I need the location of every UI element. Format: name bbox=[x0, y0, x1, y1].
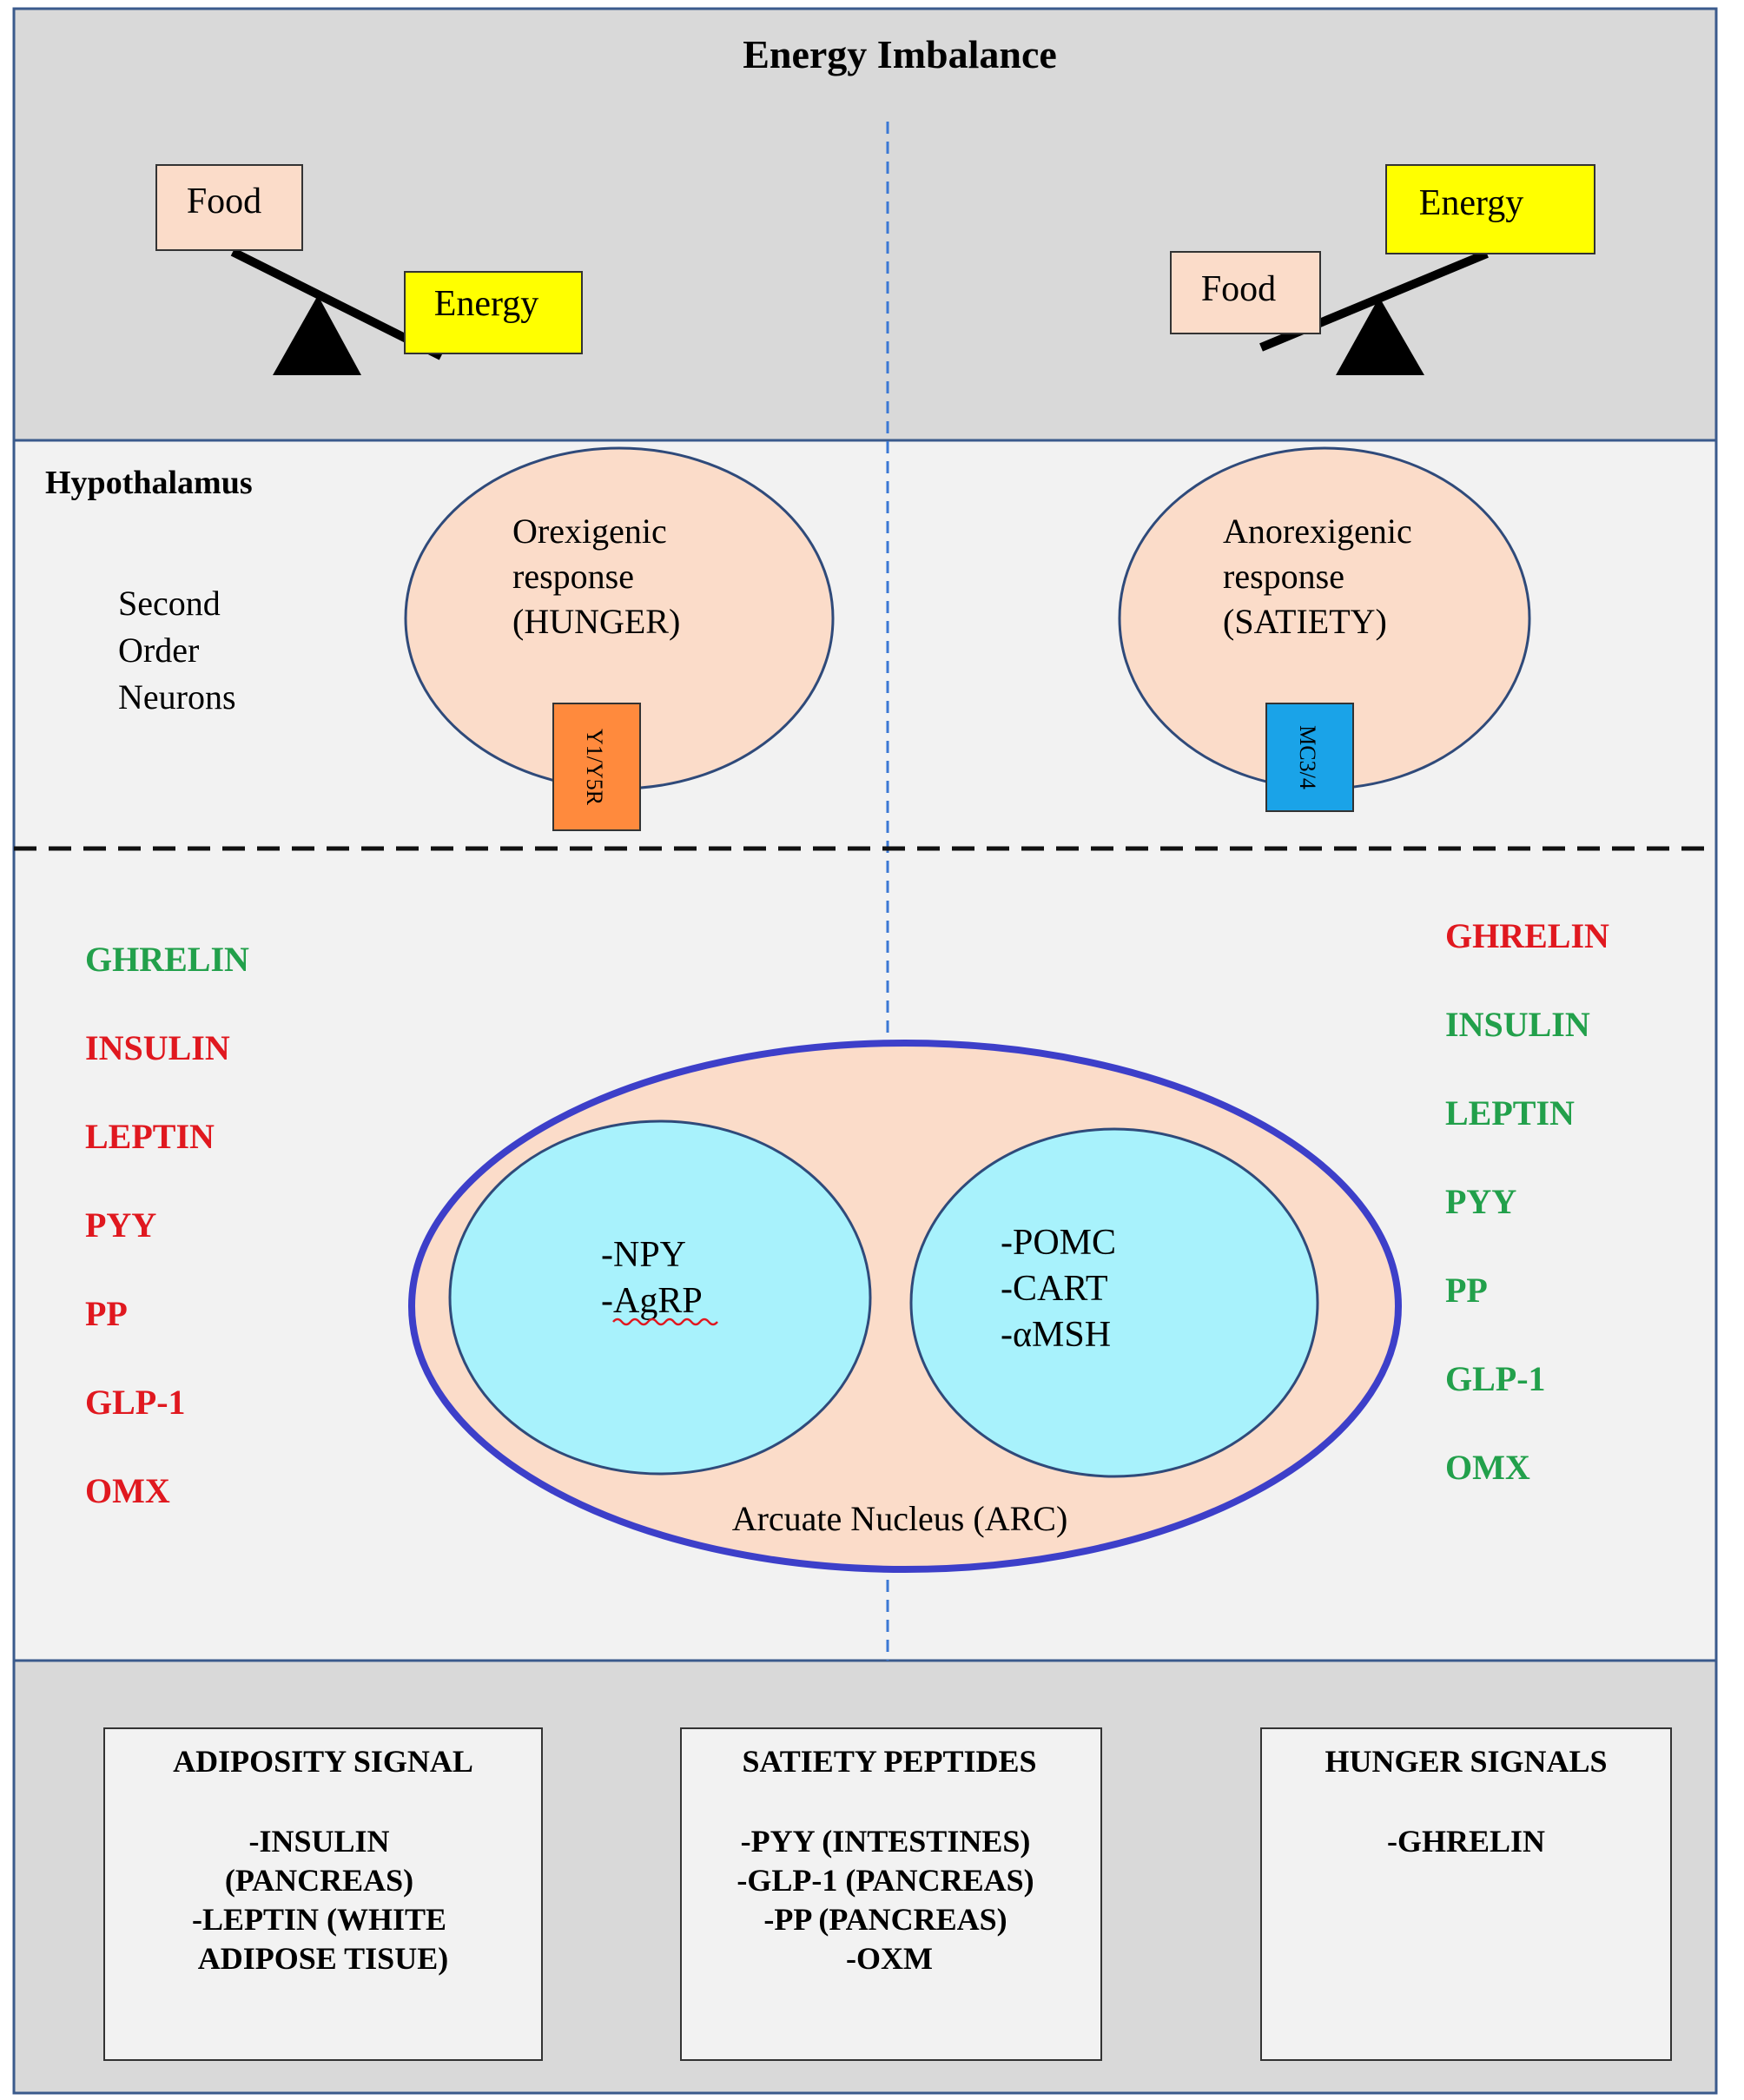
second-order-neurons-label: Second Order Neurons bbox=[118, 584, 236, 717]
npy-agrp-cell bbox=[448, 1119, 872, 1476]
right-food-label: Food bbox=[1201, 269, 1276, 309]
orexigenic-neuron: Orexigenic response (HUNGER) Y1/Y5R bbox=[404, 446, 835, 831]
hunger-signals-box: HUNGER SIGNALS -GHRELIN bbox=[1260, 1727, 1672, 2061]
left-signal-pp: PP bbox=[85, 1294, 128, 1333]
mc3-4-receptor bbox=[1265, 703, 1354, 812]
left-signal-omx: OMX bbox=[85, 1471, 170, 1510]
satiety-peptides-frame bbox=[680, 1727, 1102, 2061]
npy-agrp-label: -NPY -AgRP bbox=[601, 1235, 703, 1321]
pomc-cart-label: -POMC -CART -αMSH bbox=[1001, 1223, 1126, 1355]
right-signal-glp-1: GLP-1 bbox=[1445, 1359, 1546, 1398]
satiety-peptides-content: -PYY (INTESTINES) -GLP-1 (PANCREAS) -PP … bbox=[737, 1824, 1041, 1976]
right-signal-pp: PP bbox=[1445, 1271, 1488, 1310]
right-signal-leptin: LEPTIN bbox=[1445, 1093, 1575, 1133]
adiposity-signal-box: ADIPOSITY SIGNAL -INSULIN (PANCREAS) -LE… bbox=[103, 1727, 543, 2061]
arcuate-nucleus: -NPY -AgRP -POMC -CART -αMSH Arcuate Nuc… bbox=[408, 1040, 1402, 1573]
hypothalamus-heading: Hypothalamus bbox=[45, 465, 253, 501]
anorexigenic-neuron: Anorexigenic response (SATIETY) MC3/4 bbox=[1118, 446, 1531, 812]
pomc-cart-cell bbox=[909, 1127, 1319, 1478]
adiposity-signal-content: -INSULIN (PANCREAS) -LEPTIN (WHITE ADIPO… bbox=[192, 1824, 454, 1976]
arc-label: Arcuate Nucleus (ARC) bbox=[732, 1499, 1068, 1538]
diagram-title: Energy Imbalance bbox=[743, 32, 1057, 76]
left-signal-pyy: PYY bbox=[85, 1205, 156, 1245]
right-food-box bbox=[1170, 251, 1321, 334]
left-energy-label: Energy bbox=[434, 284, 539, 324]
y1-y5r-receptor-label: Y1/Y5R bbox=[582, 729, 607, 806]
left-signal-ghrelin: GHRELIN bbox=[85, 940, 249, 979]
right-energy-label: Energy bbox=[1419, 183, 1524, 223]
satiety-peptides-title: SATIETY PEPTIDES bbox=[742, 1744, 1036, 1779]
mc3-4-receptor-label: MC3/4 bbox=[1295, 725, 1320, 789]
hunger-signals-content: -GHRELIN bbox=[1387, 1824, 1545, 1859]
left-scale: Food Energy bbox=[155, 164, 583, 375]
hunger-signals-title: HUNGER SIGNALS bbox=[1325, 1744, 1607, 1779]
orexigenic-label: Orexigenic response (HUNGER) bbox=[512, 512, 680, 641]
y1-y5r-receptor bbox=[552, 703, 641, 831]
hunger-signals-frame bbox=[1260, 1727, 1672, 2061]
adiposity-signal-title: ADIPOSITY SIGNAL bbox=[173, 1744, 473, 1779]
right-scale-fulcrum bbox=[1336, 297, 1424, 375]
right-signal-insulin: INSULIN bbox=[1445, 1005, 1590, 1044]
satiety-peptides-box: SATIETY PEPTIDES -PYY (INTESTINES) -GLP-… bbox=[680, 1727, 1102, 2061]
adiposity-signal-frame bbox=[103, 1727, 543, 2061]
right-signal-omx: OMX bbox=[1445, 1448, 1530, 1487]
left-food-label: Food bbox=[187, 182, 261, 221]
left-food-box bbox=[155, 164, 303, 251]
left-scale-fulcrum bbox=[273, 295, 361, 375]
right-signal-pyy: PYY bbox=[1445, 1182, 1516, 1221]
right-signal-list: GHRELIN INSULIN LEPTIN PYY PP GLP-1 OMX bbox=[1445, 916, 1609, 1487]
anorexigenic-label: Anorexigenic response (SATIETY) bbox=[1223, 512, 1421, 641]
agrp-spellcheck-underline bbox=[612, 1317, 718, 1326]
right-signal-ghrelin: GHRELIN bbox=[1445, 916, 1609, 955]
left-signal-insulin: INSULIN bbox=[85, 1028, 230, 1067]
right-energy-box bbox=[1385, 164, 1595, 254]
left-signal-glp-1: GLP-1 bbox=[85, 1383, 186, 1422]
left-energy-box bbox=[404, 271, 583, 354]
right-scale: Food Energy bbox=[1170, 164, 1595, 375]
left-signal-list: GHRELIN INSULIN LEPTIN PYY PP GLP-1 OMX bbox=[85, 940, 249, 1510]
left-signal-leptin: LEPTIN bbox=[85, 1117, 215, 1156]
